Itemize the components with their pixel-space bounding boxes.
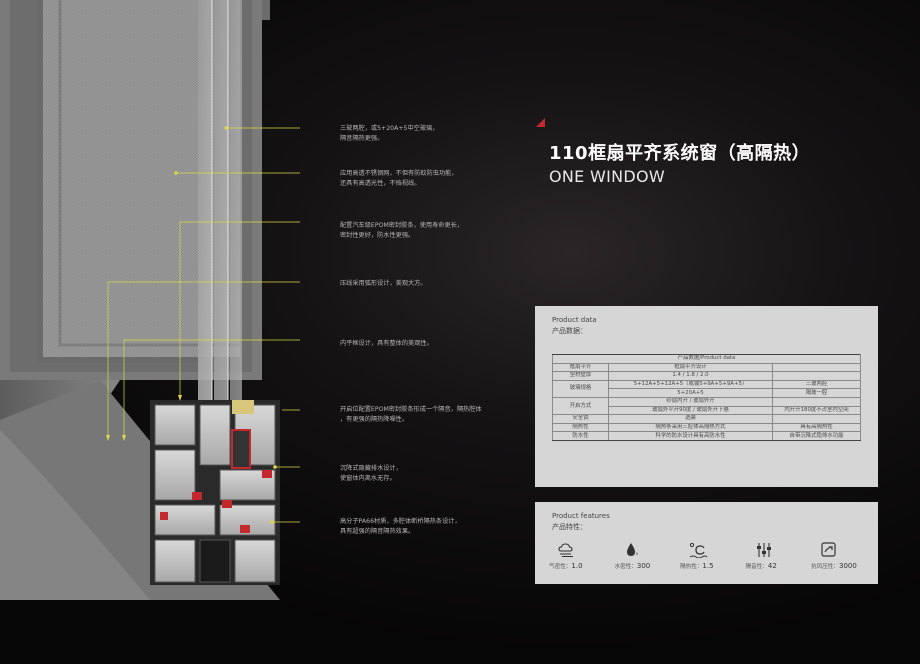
product-data-table: 产品数据/Product data 框扇平齐 框扇平齐设计 型材壁厚 1.4 /… [551,354,862,441]
feature-label: 隔音性： [745,564,768,570]
feature-value: 300 [636,562,651,570]
row-value: 1.4 / 1.8 / 2.0 [608,371,773,381]
feature-item-sound: 隔音性：42 [746,542,804,578]
row-label: 隔热性 [552,422,609,433]
wind-pressure-icon [821,542,836,557]
row-value: 5+20A+5 [608,388,773,398]
row-note: 内开开180度不占室内空间 [771,405,862,416]
row-value: 框扇平齐设计 [608,362,773,373]
callout-seal-cavity: 开启位配置EPOM密封胶条形成一个隔音，隔热腔体 ，有更强的隔热降噪性。 [340,406,482,423]
page-subtitle: ONE WINDOW [549,167,665,186]
row-value: 玻扇外平开90度 / 玻扇外开下悬 [608,405,773,416]
callout-drainage: 沉降式隐藏排水设计， 使窗体内离水无存。 [340,465,402,482]
row-label: 玻璃规格 [552,379,609,398]
sliders-icon [756,543,771,557]
feature-label: 气密性： [549,564,572,570]
row-value: 隔热条采用三腔体高隔热方式 [608,422,773,433]
row-note: 具有高隔热性 [771,422,862,433]
feature-label: 抗风压性： [811,564,839,570]
feature-item-airtightness: 气密性：1.0 [549,542,607,578]
table-row: 型材壁厚 1.4 / 1.8 / 2.0 [552,371,862,381]
row-note: 隔玻一腔 [771,388,862,398]
feature-item-watertightness: 水密性：300 [615,542,673,578]
table-row: 隔热性 隔热条采用三腔体高隔热方式 具有高隔热性 [552,422,862,433]
callout-mesh: 应用高透不锈钢网，不但有防蚊防虫功能， 还具有高透光性，不挡视线。 [340,170,458,187]
row-label: 开启方式 [552,396,609,416]
feature-value: 1.0 [571,562,583,570]
product-features-heading-cn: 产品特性： [552,523,587,531]
product-features-heading-en: Product features [552,512,610,520]
row-note [771,396,862,407]
feature-value: 42 [767,562,777,570]
feature-item-insulation: 隔热性：1.5 [680,542,738,578]
row-note: 三玻两腔 [771,379,862,390]
table-row: 玻璃规格 5+12A+5+12A+5（或镀5+9A+5+9A+5） 三玻两腔 [552,379,862,398]
product-data-heading-cn: 产品数据： [552,327,587,335]
table-row: 开启方式 纱扇内开 / 玻扇外开 [552,396,862,416]
product-data-panel: Product data 产品数据： 产品数据/Product data 框扇平… [535,306,878,487]
product-data-heading-en: Product data [552,316,597,324]
row-value: 纱扇内开 / 玻扇外开 [608,396,773,407]
row-note [771,371,862,381]
temperature-celsius-icon [689,542,708,558]
callout-glass: 三玻两腔，或5+20A+5中空玻璃， 隔音隔热更强。 [340,125,439,142]
window-profile-illustration [0,0,300,600]
product-features-panel: Product features 产品特性： 气密性：1.0 水密性：300 隔… [535,502,878,584]
feature-item-wind-pressure: 抗风压性：3000 [811,542,869,578]
row-note: 自带沉降式隐排水功能 [771,431,862,441]
cloud-wind-icon [558,543,573,558]
callout-inner-frame: 内平框设计，具有整体的美观性。 [340,340,433,347]
feature-value: 1.5 [702,562,714,570]
feature-label: 水密性： [614,564,637,570]
feature-label: 隔热性： [680,564,703,570]
row-label: 型材壁厚 [552,371,609,381]
row-note [771,362,862,373]
row-label: 防水性 [552,431,609,441]
callout-thermal-break: 高分子PA66材质，多腔体断桥隔热条设计， 具有超强的隔音隔热效果。 [340,518,461,535]
feature-list: 气密性：1.0 水密性：300 隔热性：1.5 隔音性：4 [549,542,869,578]
row-label: 安全锁 [552,414,609,424]
callout-bead: 压线采用弧形设计，美观大方。 [340,280,427,287]
table-row: 框扇平齐 框扇平齐设计 [552,362,862,373]
feature-value: 3000 [838,562,857,570]
row-value: 5+12A+5+12A+5（或镀5+9A+5+9A+5） [608,379,773,390]
row-value: 科学的防水设计具有高防水性 [608,431,773,441]
page-title: 110框扇平齐系统窗（高隔热） [549,143,811,164]
row-value: 选装 [608,414,773,424]
table-title: 产品数据/Product data [551,354,862,364]
table-row: 防水性 科学的防水设计具有高防水性 自带沉降式隐排水功能 [552,431,862,441]
water-drop-icon [626,543,637,556]
callout-gasket: 配置汽车级EPOM密封胶条，使用寿命更长， 密封性更好，防水性更强。 [340,222,464,239]
row-label: 框扇平齐 [552,362,609,373]
table-row: 安全锁 选装 [552,414,862,424]
table-header-row: 产品数据/Product data [551,354,862,364]
title-accent-triangle [536,118,545,127]
row-note [771,414,862,424]
